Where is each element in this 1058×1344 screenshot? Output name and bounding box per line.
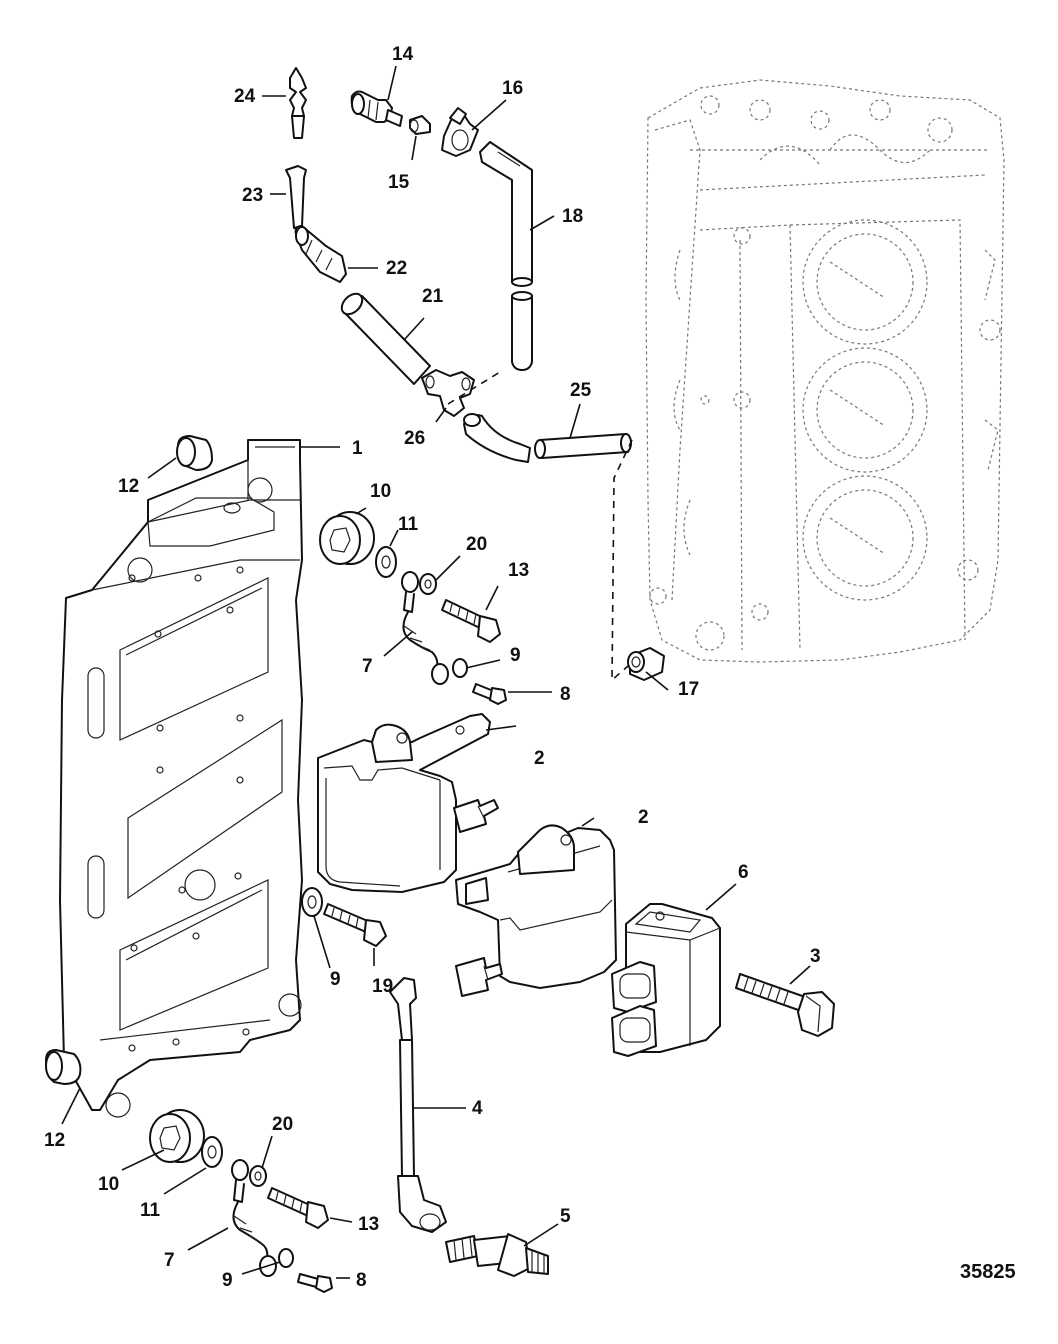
- fitting-14: [350, 90, 403, 127]
- callout-9-mid: 9: [330, 969, 341, 990]
- callout-8-upper: 8: [560, 684, 571, 705]
- module-bolt: [735, 973, 835, 1037]
- engine-block: [645, 79, 1005, 663]
- fitting-24: [289, 67, 307, 139]
- leader-lines: [61, 65, 811, 1279]
- callout-20-upper: 20: [466, 534, 487, 555]
- callout-11-lower: 11: [140, 1200, 161, 1221]
- module-assembly: [611, 903, 721, 1057]
- ground-wire-lower: [231, 1159, 277, 1277]
- fitting-15: [409, 115, 431, 135]
- ignition-mounting-plate: [59, 439, 303, 1118]
- callout-4: 4: [472, 1098, 483, 1119]
- bolt-8-upper: [472, 683, 507, 705]
- connection-lines: [447, 371, 633, 682]
- water-fitting: [627, 647, 665, 681]
- plug-upper: [319, 511, 375, 565]
- callout-17: 17: [678, 679, 699, 700]
- callout-5: 5: [560, 1206, 571, 1227]
- callout-11-upper: 11: [398, 514, 419, 535]
- hose-25: [534, 433, 632, 459]
- callout-10-lower: 10: [98, 1174, 119, 1195]
- grommet-lower: [45, 1049, 82, 1085]
- spark-plug: [445, 1233, 549, 1277]
- washer-9-mid: [301, 887, 323, 917]
- callout-23: 23: [242, 185, 263, 206]
- bolt-13-lower: [267, 1187, 329, 1229]
- hose-18: [479, 141, 533, 371]
- grommet-upper: [176, 435, 213, 471]
- callout-10-upper: 10: [370, 481, 391, 502]
- callout-2-lower: 2: [638, 807, 649, 828]
- callout-24: 24: [234, 86, 256, 107]
- ignition-coil-lower: [455, 824, 617, 997]
- callout-20-lower: 20: [272, 1114, 293, 1135]
- plug-lower: [149, 1109, 205, 1163]
- callout-labels: 1 2 2 3 4 5 6 7 7 8 8 9 9 9 10 10 11 11 …: [44, 44, 821, 1291]
- fitting-22: [294, 225, 347, 283]
- callout-13-lower: 13: [358, 1214, 379, 1235]
- callout-13-upper: 13: [508, 560, 529, 581]
- callout-7-lower: 7: [164, 1250, 175, 1271]
- callout-8-lower: 8: [356, 1270, 367, 1291]
- callout-22: 22: [386, 258, 407, 279]
- callout-26: 26: [404, 428, 425, 449]
- clamp-16: [441, 107, 479, 157]
- callout-9-lower: 9: [222, 1270, 233, 1291]
- washer-lower: [201, 1136, 223, 1168]
- ground-wire-upper: [401, 571, 449, 685]
- callout-16: 16: [502, 78, 523, 99]
- washer-upper: [375, 546, 397, 578]
- callout-21: 21: [422, 286, 444, 307]
- callout-25: 25: [570, 380, 592, 401]
- tee-fitting-26: [421, 369, 475, 417]
- coil-bolt: [323, 903, 387, 947]
- callout-14: 14: [392, 44, 414, 65]
- callout-18: 18: [562, 206, 583, 227]
- callout-2-upper: 2: [534, 748, 545, 769]
- hose-21: [340, 292, 431, 385]
- callout-9-upper: 9: [510, 645, 521, 666]
- spark-plug-lead: [389, 977, 447, 1233]
- callout-3: 3: [810, 946, 821, 967]
- callout-15: 15: [388, 172, 410, 193]
- bolt-8-lower: [297, 1273, 333, 1293]
- callout-1: 1: [352, 438, 363, 459]
- bolt-13-upper: [441, 599, 501, 643]
- connector-23: [285, 165, 307, 229]
- washer-9-upper: [452, 658, 468, 678]
- callout-12-lower: 12: [44, 1130, 65, 1151]
- ignition-coil-upper: [317, 713, 499, 893]
- callout-12-upper: 12: [118, 476, 139, 497]
- figure-number: 35825: [960, 1261, 1016, 1283]
- washer-9-lower: [278, 1248, 294, 1268]
- callout-19: 19: [372, 976, 393, 997]
- hose-25-elbow: [463, 413, 531, 463]
- callout-6: 6: [738, 862, 749, 883]
- callout-7-upper: 7: [362, 656, 373, 677]
